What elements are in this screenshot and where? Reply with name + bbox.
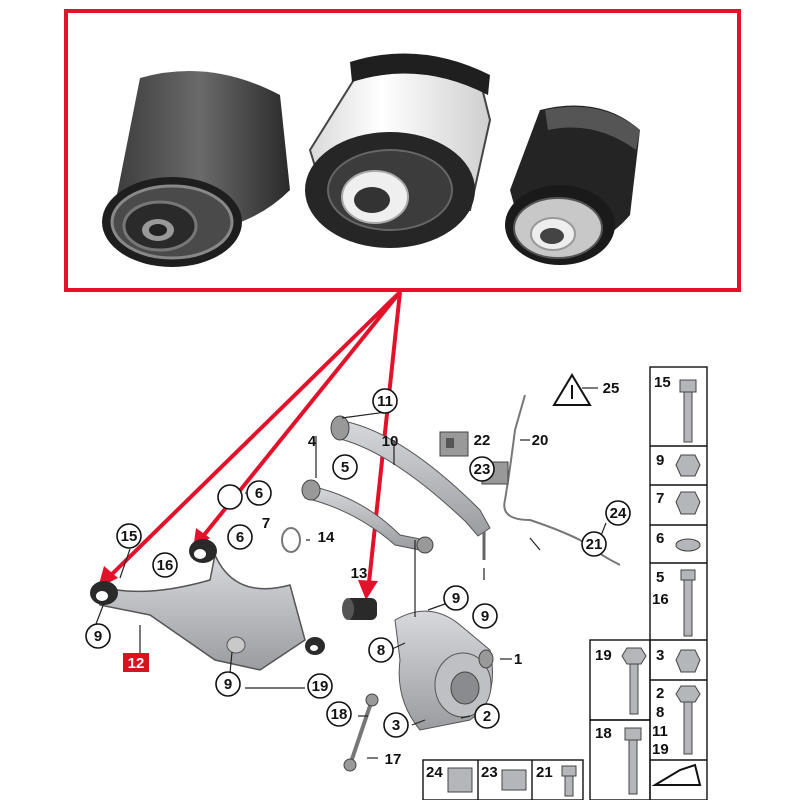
callout-4: 4 <box>308 433 317 450</box>
hw-19b: 19 <box>652 741 669 758</box>
hw-15: 15 <box>654 374 671 391</box>
rubber-metal-bushing-icon <box>102 70 290 267</box>
arrow-corner-icon <box>651 763 702 786</box>
coupling-link-17 <box>343 693 379 772</box>
hardware-table <box>422 366 708 800</box>
ring-14 <box>281 527 301 553</box>
wheel-carrier <box>394 610 494 731</box>
callout-6a: 6 <box>236 529 244 546</box>
callout-3: 3 <box>392 717 400 734</box>
callout-16: 16 <box>157 557 174 574</box>
hw-24: 24 <box>426 764 443 781</box>
callout-5: 5 <box>341 459 349 476</box>
bracket-22 <box>439 431 469 457</box>
callout-20: 20 <box>532 432 549 449</box>
callout-11: 11 <box>377 393 393 410</box>
bushing-13 <box>342 598 377 620</box>
highlight-frame <box>64 9 741 292</box>
callout-25: 25 <box>603 380 620 397</box>
ball-joint-bushing-icon <box>505 105 640 265</box>
callout-22: 22 <box>474 432 491 449</box>
hw-6: 6 <box>656 530 664 547</box>
hw-8: 8 <box>656 704 664 721</box>
hw-19a: 19 <box>595 647 612 664</box>
lower-control-arm <box>90 539 325 671</box>
callout-2: 2 <box>483 708 491 725</box>
callout-10: 10 <box>382 433 399 450</box>
hw-16: 16 <box>652 591 669 608</box>
callout-6b: 6 <box>255 485 263 502</box>
callout-9d: 9 <box>481 608 489 625</box>
callout-13: 13 <box>351 565 368 582</box>
esd-warning-icon <box>552 373 592 406</box>
callout-circles <box>85 388 631 738</box>
hw-11: 11 <box>652 723 668 740</box>
callout-15: 15 <box>121 528 138 545</box>
callout-9c: 9 <box>452 590 460 607</box>
callout-1: 1 <box>514 651 522 668</box>
badge-12 <box>123 653 149 672</box>
hydro-bushing-icon <box>305 53 492 248</box>
hw-23: 23 <box>481 764 498 781</box>
callout-19: 19 <box>312 678 329 695</box>
callout-23: 23 <box>474 461 491 478</box>
hw-7: 7 <box>656 490 664 507</box>
callout-7: 7 <box>262 515 270 532</box>
badge-12-label: 12 <box>128 655 145 672</box>
callout-14: 14 <box>318 529 335 546</box>
hw-21: 21 <box>536 764 553 781</box>
upper-arm-5 <box>301 479 434 554</box>
callout-17: 17 <box>385 751 402 768</box>
callout-18: 18 <box>331 706 348 723</box>
callout-24: 24 <box>610 505 627 522</box>
hw-2: 2 <box>656 685 664 702</box>
upper-arm-10 <box>330 415 491 560</box>
callout-9a: 9 <box>94 628 102 645</box>
hw-5: 5 <box>656 569 664 586</box>
callout-9b: 9 <box>224 676 232 693</box>
hw-18: 18 <box>595 725 612 742</box>
callout-8: 8 <box>377 642 385 659</box>
hw-3: 3 <box>656 647 664 664</box>
hardware-icons <box>447 379 701 797</box>
hw-9: 9 <box>656 452 664 469</box>
callout-21: 21 <box>586 536 603 553</box>
